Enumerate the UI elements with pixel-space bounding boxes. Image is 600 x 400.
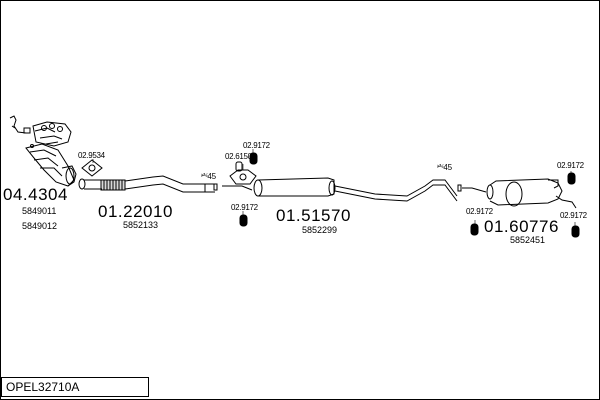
hanger-mount bbox=[567, 172, 576, 185]
label-clamp: 02.6150 bbox=[225, 152, 252, 161]
hanger-mount bbox=[571, 225, 580, 238]
hanger-mount bbox=[470, 223, 479, 236]
hanger-mount bbox=[235, 161, 243, 172]
label-diameter-1: ⎃45 bbox=[201, 172, 216, 181]
part-ref-manifold-1: 5849011 bbox=[22, 206, 57, 216]
label-gasket: 02.9534 bbox=[78, 151, 105, 160]
manifold-drawing bbox=[9, 115, 77, 187]
middle-silencer-drawing bbox=[222, 177, 458, 202]
part-ref-middle-silencer: 5852299 bbox=[302, 225, 338, 235]
label-hanger-3: 02.9172 bbox=[466, 207, 493, 216]
part-ref-rear-silencer: 5852451 bbox=[510, 235, 546, 245]
part-number-middle-silencer: 01.51570 bbox=[276, 206, 351, 225]
label-hanger-4: 02.9172 bbox=[557, 161, 584, 170]
clamp-drawing bbox=[229, 169, 257, 185]
part-number-front-pipe: 01.22010 bbox=[98, 202, 173, 221]
pipe-end-markers bbox=[213, 183, 462, 192]
part-number-rear-silencer: 01.60776 bbox=[484, 217, 559, 236]
label-hanger-2: 02.9172 bbox=[231, 203, 258, 212]
front-pipe-drawing bbox=[78, 175, 215, 193]
label-hanger-5: 02.9172 bbox=[560, 211, 587, 220]
leader-lines bbox=[92, 149, 576, 226]
gasket-drawing bbox=[81, 159, 103, 177]
hanger-drawings bbox=[235, 152, 580, 238]
rear-silencer-drawing bbox=[462, 178, 577, 209]
part-ref-manifold-2: 5849012 bbox=[22, 221, 58, 231]
part-ref-front-pipe: 5852133 bbox=[123, 220, 159, 230]
label-diameter-2: ⎃45 bbox=[437, 163, 452, 172]
diagram-title: OPEL32710A bbox=[1, 377, 149, 397]
label-hanger-1: 02.9172 bbox=[243, 141, 270, 150]
part-number-manifold: 04.4304 bbox=[3, 185, 68, 204]
hanger-mount bbox=[239, 214, 248, 227]
hanger-mount bbox=[249, 152, 258, 165]
